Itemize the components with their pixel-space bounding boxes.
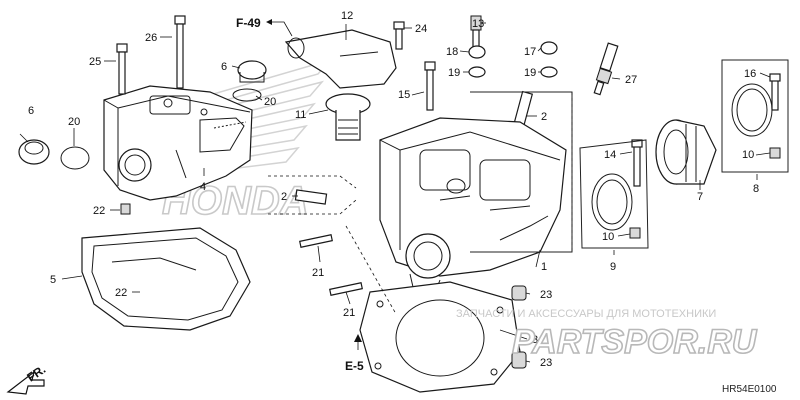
callout-3: 3 [532,334,538,346]
head-gasket [359,281,521,393]
frame-8 [721,59,789,173]
callout-2-left: 2 [281,191,287,203]
callout-25: 25 [89,56,101,68]
dowel-23-upper [511,285,527,301]
frame-9 [579,139,649,249]
callout-7: 7 [697,191,703,203]
washer-19-left [468,66,486,78]
callout-19-right: 19 [524,67,536,79]
callout-17: 17 [524,46,536,58]
callout-2-right: 2 [541,111,547,123]
callout-23-lower: 23 [540,357,552,369]
nut-18 [468,45,486,59]
callout-11: 11 [295,109,306,121]
oil-filler-cap [18,139,50,165]
watermark-tagline: ЗАПЧАСТИ И АКСЕССУАРЫ ДЛЯ МОТОТЕХНИКИ [456,308,716,320]
callout-24: 24 [415,23,427,35]
thermostat-housing [284,29,397,89]
head-cover [103,85,253,201]
callout-10-lower: 10 [602,231,614,243]
callout-21-lower: 21 [343,307,355,319]
callout-1: 1 [541,261,547,273]
callout-8: 8 [753,183,759,195]
cylinder-head [379,117,567,301]
callout-22-lower: 22 [115,287,127,299]
callout-10-upper: 10 [742,149,754,161]
bolt-15 [424,61,436,111]
ref-e5: E-5 [345,359,364,373]
spark-plug [593,42,619,96]
bolt-24 [393,21,405,50]
callout-15: 15 [398,89,410,101]
callout-20-upper: 20 [264,96,276,108]
callout-5: 5 [50,274,56,286]
callout-6-upper: 6 [221,61,227,73]
callout-9: 9 [610,261,616,273]
front-arrow [6,370,45,395]
thermostat [325,93,371,141]
band-assembly [731,73,781,159]
callout-4: 4 [200,181,206,193]
insulator-assembly [591,139,643,239]
stud-21-upper [299,234,333,248]
dowel-23-lower [511,351,527,369]
ref-f49: F-49 [236,16,261,30]
intake-boot [655,119,717,185]
site-watermark: ЗАПЧАСТИ И АКСЕССУАРЫ ДЛЯ МОТОТЕХНИКИ PA… [456,308,759,362]
leader-lines [19,22,771,363]
callout-27: 27 [625,74,637,86]
bolt-26 [174,15,186,89]
head-cover-gasket [81,227,251,331]
callout-16: 16 [744,68,756,80]
callout-21-upper: 21 [312,267,324,279]
o-ring-20-upper [232,88,262,102]
callout-6-left: 6 [28,105,34,117]
o-ring-20-left [60,146,90,170]
callout-23-upper: 23 [540,289,552,301]
washer-19-right [540,66,558,78]
callout-22-upper: 22 [93,205,105,217]
callout-19-left: 19 [448,67,460,79]
watermark-logo: PARTSPOR.RU [512,323,758,361]
callouts: 12 24 13 26 25 6 6 20 20 11 15 18 17 19 … [28,10,759,369]
nut-17 [540,41,558,55]
callout-12: 12 [341,10,353,22]
stud-21-lower [329,282,363,296]
callout-13: 13 [472,18,484,30]
bolt-25 [116,43,128,95]
dowel-22-upper [120,203,131,215]
oil-cap-upper [237,60,267,83]
callout-14: 14 [604,149,616,161]
callout-26: 26 [145,32,157,44]
callout-18: 18 [446,46,458,58]
diagram-code: HR54E0100 [722,384,777,395]
callout-20-left: 20 [68,116,80,128]
pipe-2-left [294,189,328,205]
